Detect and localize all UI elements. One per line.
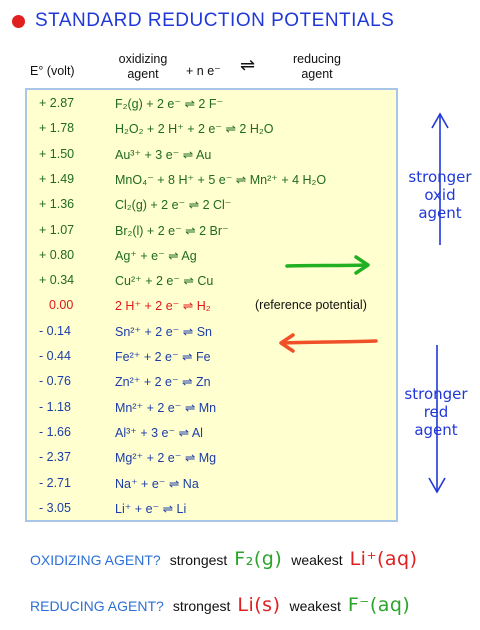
red-left-arrow-icon xyxy=(279,333,378,353)
potential-value: + 1.78 xyxy=(39,121,75,136)
reaction-row: + 1.07 Br₂(l) + 2 e⁻ ⇌ 2 Br⁻ xyxy=(27,221,398,241)
up-arrow-icon xyxy=(431,112,449,245)
potential-value: + 0.34 xyxy=(39,273,75,288)
half-reaction: 2 H⁺ + 2 e⁻ ⇌ H₂ xyxy=(115,299,211,314)
half-reaction: Li⁺ + e⁻ ⇌ Li xyxy=(115,501,187,516)
reducing-question: REDUCING AGENT? strongest Li(s) weakest … xyxy=(30,594,419,616)
potential-value: - 1.18 xyxy=(39,399,71,414)
potential-value: - 3.05 xyxy=(39,500,71,515)
down-arrow-icon xyxy=(428,345,446,494)
potential-value: + 0.80 xyxy=(39,247,75,262)
half-reaction: Sn²⁺ + 2 e⁻ ⇌ Sn xyxy=(115,324,212,339)
oxidizing-strongest-answer: F₂(g) xyxy=(234,548,283,570)
side-red-line1: stronger xyxy=(404,385,468,403)
reaction-row: - 0.14 Sn²⁺ + 2 e⁻ ⇌ Sn xyxy=(27,322,398,342)
reaction-row: + 2.87 F₂(g) + 2 e⁻ ⇌ 2 F⁻ xyxy=(27,94,398,114)
title-bar: STANDARD REDUCTION POTENTIALS xyxy=(12,10,394,32)
half-reaction: MnO₄⁻ + 8 H⁺ + 5 e⁻ ⇌ Mn²⁺ + 4 H₂O xyxy=(115,172,327,187)
header-reducing-agent: reducing agent xyxy=(282,52,352,82)
side-red-line2: red xyxy=(423,403,449,421)
oxidizing-question: OXIDIZING AGENT? strongest F₂(g) weakest… xyxy=(30,548,427,570)
oxidizing-strongest-text: strongest xyxy=(169,552,228,568)
oxidizing-question-label: OXIDIZING AGENT? xyxy=(30,552,161,568)
side-red-line3: agent xyxy=(414,421,458,439)
header-oxidizing-agent: oxidizing agent xyxy=(108,52,178,82)
half-reaction: Al³⁺ + 3 e⁻ ⇌ Al xyxy=(115,425,203,440)
red-bullet-icon xyxy=(12,14,25,28)
reaction-row: - 1.18 Mn²⁺ + 2 e⁻ ⇌ Mn xyxy=(27,398,398,418)
potential-value: - 1.66 xyxy=(39,424,71,439)
reference-note: (reference potential) xyxy=(255,298,367,313)
potential-value: 0.00 xyxy=(49,298,74,313)
potential-value: - 2.71 xyxy=(39,475,71,490)
reaction-row: - 2.37 Mg²⁺ + 2 e⁻ ⇌ Mg xyxy=(27,448,398,468)
potential-value: + 1.36 xyxy=(39,197,75,212)
half-reaction: F₂(g) + 2 e⁻ ⇌ 2 F⁻ xyxy=(115,97,224,111)
side-label-reducing: stronger red agent xyxy=(401,385,471,439)
reaction-row: + 0.34 Cu²⁺ + 2 e⁻ ⇌ Cu xyxy=(27,271,398,291)
header-oxidizing-line1: oxidizing xyxy=(118,52,168,66)
green-right-arrow-icon xyxy=(285,255,370,275)
header-potential: E° (volt) xyxy=(30,64,75,78)
reaction-row: 0.00 2 H⁺ + 2 e⁻ ⇌ H₂ (reference potential… xyxy=(27,296,398,316)
half-reaction: Fe²⁺ + 2 e⁻ ⇌ Fe xyxy=(115,350,211,364)
half-reaction: Mn²⁺ + 2 e⁻ ⇌ Mn xyxy=(115,400,217,415)
half-reaction: Ag⁺ + e⁻ ⇌ Ag xyxy=(115,248,197,263)
half-reaction: Br₂(l) + 2 e⁻ ⇌ 2 Br⁻ xyxy=(115,223,229,238)
reducing-strongest-answer: Li(s) xyxy=(237,594,281,616)
potential-value: + 1.49 xyxy=(39,171,75,186)
oxidizing-weakest-answer: Li⁺(aq) xyxy=(349,548,418,570)
oxidizing-weakest-text: weakest xyxy=(291,552,343,568)
potential-value: - 2.37 xyxy=(39,450,71,465)
reactions-panel: + 2.87 F₂(g) + 2 e⁻ ⇌ 2 F⁻ + 1.78 H₂O₂ + 2 … xyxy=(25,88,398,522)
header-oxidizing-line2: agent xyxy=(127,67,159,81)
potential-value: + 1.50 xyxy=(39,146,75,161)
header-electrons: + n e⁻ xyxy=(186,64,221,78)
page-title: STANDARD REDUCTION POTENTIALS xyxy=(35,10,395,31)
potential-value: + 1.07 xyxy=(39,222,75,237)
half-reaction: Cu²⁺ + 2 e⁻ ⇌ Cu xyxy=(115,274,214,289)
reaction-row: - 2.71 Na⁺ + e⁻ ⇌ Na xyxy=(27,474,398,494)
potential-value: + 2.87 xyxy=(39,96,75,110)
reaction-row: + 1.36 Cl₂(g) + 2 e⁻ ⇌ 2 Cl⁻ xyxy=(27,195,398,215)
half-reaction: Mg²⁺ + 2 e⁻ ⇌ Mg xyxy=(115,451,217,466)
reaction-row: - 3.05 Li⁺ + e⁻ ⇌ Li xyxy=(27,499,398,519)
header-reducing-line2: agent xyxy=(301,67,333,81)
reaction-row: - 1.66 Al³⁺ + 3 e⁻ ⇌ Al xyxy=(27,423,398,443)
reducing-weakest-answer: F⁻(aq) xyxy=(347,594,411,616)
reaction-row: + 1.50 Au³⁺ + 3 e⁻ ⇌ Au xyxy=(27,145,398,165)
reaction-row: + 1.78 H₂O₂ + 2 H⁺ + 2 e⁻ ⇌ 2 H₂O xyxy=(27,119,398,139)
reaction-row: + 1.49 MnO₄⁻ + 8 H⁺ + 5 e⁻ ⇌ Mn²⁺ + 4 H₂O xyxy=(27,170,398,190)
half-reaction: Zn²⁺ + 2 e⁻ ⇌ Zn xyxy=(115,375,211,390)
header-equilibrium-icon: ⇌ xyxy=(240,55,256,75)
potential-value: - 0.14 xyxy=(39,323,71,338)
half-reaction: Na⁺ + e⁻ ⇌ Na xyxy=(115,476,199,491)
half-reaction: H₂O₂ + 2 H⁺ + 2 e⁻ ⇌ 2 H₂O xyxy=(115,122,274,137)
potential-value: - 0.44 xyxy=(39,349,71,363)
reducing-question-label: REDUCING AGENT? xyxy=(30,598,164,614)
half-reaction: Cl₂(g) + 2 e⁻ ⇌ 2 Cl⁻ xyxy=(115,198,232,213)
reaction-row: - 0.44 Fe²⁺ + 2 e⁻ ⇌ Fe xyxy=(27,347,398,367)
reducing-strongest-text: strongest xyxy=(172,598,231,614)
reaction-row: + 0.80 Ag⁺ + e⁻ ⇌ Ag xyxy=(27,246,398,266)
header-reducing-line1: reducing xyxy=(293,52,341,66)
reaction-row: - 0.76 Zn²⁺ + 2 e⁻ ⇌ Zn xyxy=(27,372,398,392)
half-reaction: Au³⁺ + 3 e⁻ ⇌ Au xyxy=(115,147,212,162)
potential-value: - 0.76 xyxy=(39,374,71,389)
reducing-weakest-text: weakest xyxy=(289,598,341,614)
